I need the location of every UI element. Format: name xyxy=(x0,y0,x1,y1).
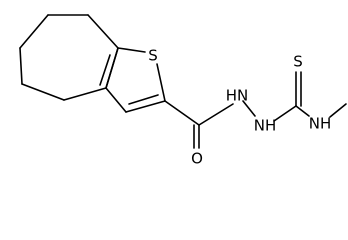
cycloheptane-ring xyxy=(19,14,119,101)
bond xyxy=(105,47,119,89)
methyl-nh-label: NH xyxy=(309,115,332,133)
bond xyxy=(128,94,159,105)
bond xyxy=(105,87,127,113)
ring-sulfur-label: S xyxy=(148,47,158,65)
chemical-structure-diagram: S O HN NH S NH xyxy=(19,14,347,168)
bond xyxy=(164,100,200,126)
bond xyxy=(156,63,166,102)
thio-sulfur-label: S xyxy=(293,53,303,71)
bond xyxy=(99,54,111,86)
bond xyxy=(198,103,234,126)
bond xyxy=(329,103,347,118)
bond xyxy=(273,105,297,122)
hydrazide-nh-lower-label: NH xyxy=(254,117,277,135)
bond xyxy=(19,47,23,85)
bond xyxy=(19,14,49,49)
carbonyl-group xyxy=(164,100,234,149)
hydrazide-nh-label: HN xyxy=(226,87,249,105)
hydrazine-linker xyxy=(242,100,256,117)
carbonyl-oxygen-label: O xyxy=(191,150,203,168)
bond xyxy=(242,100,256,117)
bond xyxy=(21,83,65,101)
bond xyxy=(117,47,146,53)
bond xyxy=(87,14,119,49)
bond xyxy=(63,87,107,101)
thiophene-ring xyxy=(99,47,166,113)
bond xyxy=(125,100,166,113)
bond xyxy=(295,105,310,117)
thiourea-group xyxy=(273,71,347,122)
